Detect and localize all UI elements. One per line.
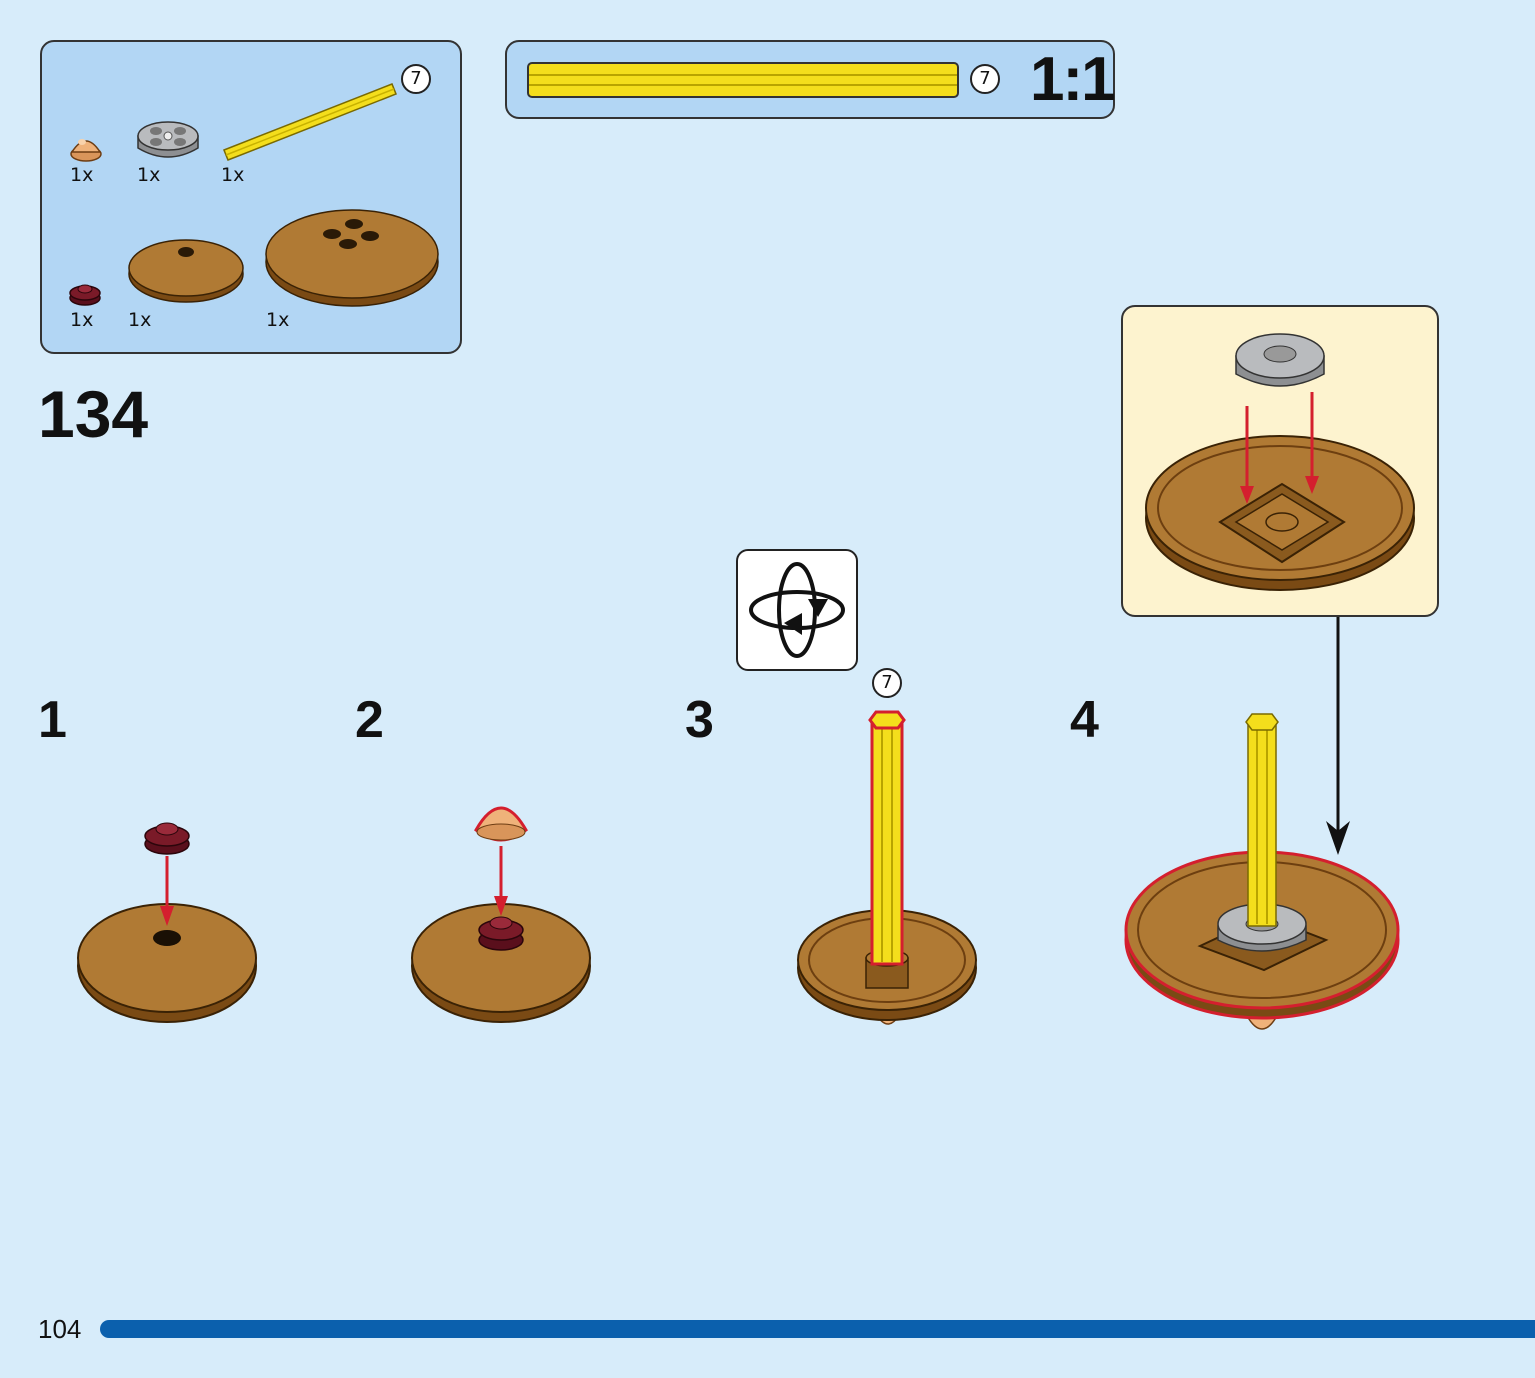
part-qty-5: 1x [128, 309, 152, 331]
page-progress-bar [100, 1320, 1535, 1338]
step-number: 134 [38, 377, 149, 451]
substep-3-illustration [797, 710, 977, 1025]
rotate-icon [749, 562, 845, 658]
substep-1-illustration [77, 822, 257, 1023]
axle-scale-icon [527, 62, 959, 98]
part-gray-round-plate-icon [137, 121, 199, 158]
substep-3-number: 3 [685, 691, 714, 749]
callout-assembly-illustration [1145, 333, 1415, 591]
substep-1-number: 1 [38, 691, 67, 749]
part-qty-4: 1x [70, 309, 94, 331]
page-number: 104 [38, 1314, 82, 1344]
scale-label: 1:1 [1030, 45, 1116, 114]
part-brown-dish-small-icon [128, 239, 244, 303]
substep-2-number: 2 [355, 691, 384, 749]
part-tan-dome-icon [70, 139, 102, 162]
part-brown-dish-large-icon [265, 209, 439, 307]
part-yellow-axle-icon [223, 83, 397, 161]
part-dark-red-plate-icon [69, 284, 101, 306]
scale-length-badge: 7 [970, 64, 1000, 94]
substep-3-axle-badge: 7 [872, 668, 902, 698]
rotate-model-panel [736, 549, 858, 671]
substep-2-illustration [411, 806, 591, 1023]
callout-pointer-arrow [1326, 617, 1350, 855]
part-qty-1: 1x [70, 164, 94, 186]
part-qty-6: 1x [266, 309, 290, 331]
axle-length-badge: 7 [401, 64, 431, 94]
part-qty-2: 1x [137, 164, 161, 186]
substep-4-number: 4 [1070, 691, 1099, 749]
substep-4-illustration [1124, 713, 1400, 1030]
part-qty-3: 1x [221, 164, 245, 186]
